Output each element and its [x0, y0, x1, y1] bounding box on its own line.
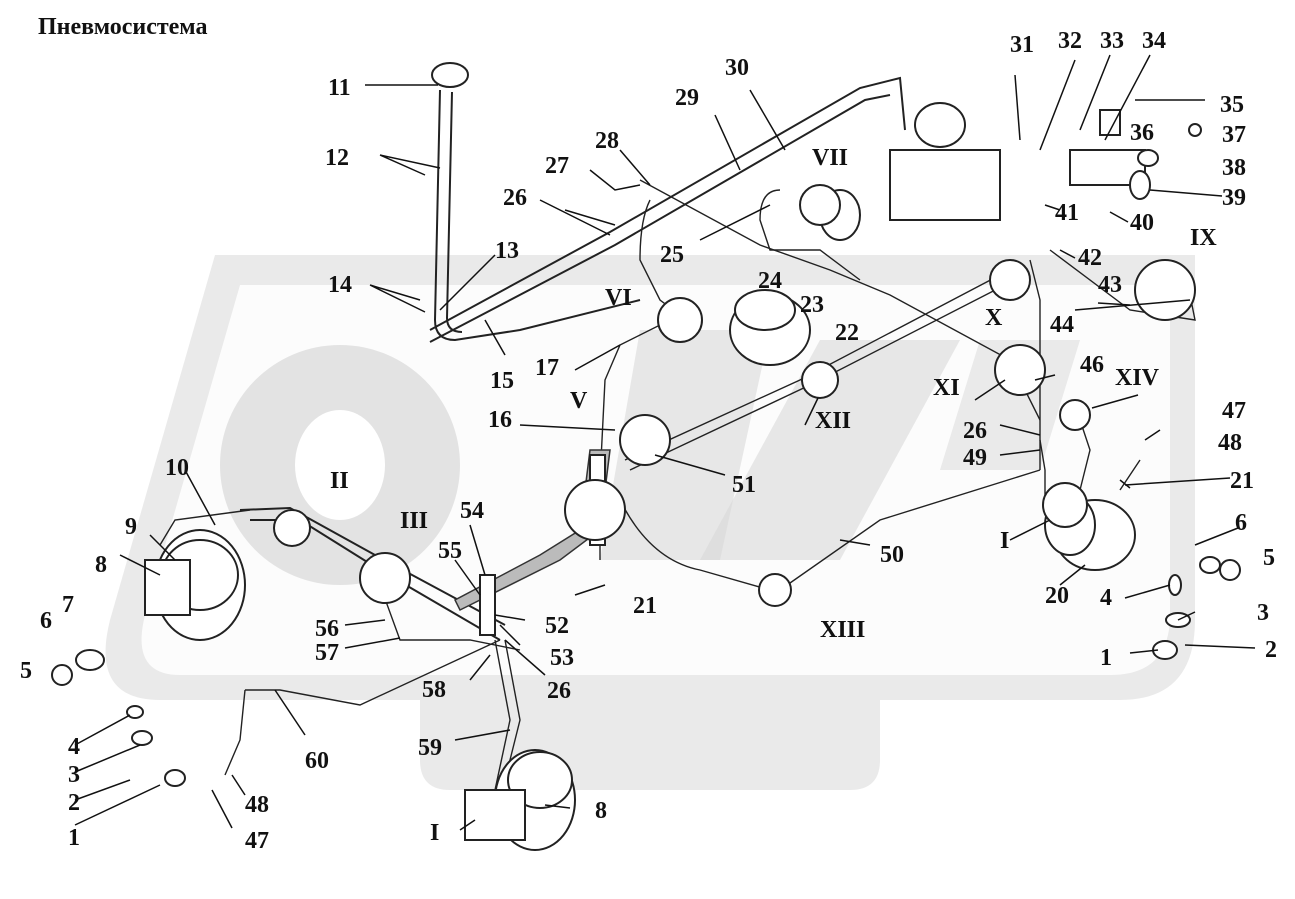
- detail-circles: [273, 184, 1196, 607]
- part-label-55: 55: [438, 538, 462, 564]
- part-label-56: 56: [315, 616, 339, 642]
- part-label-5: 5: [20, 658, 32, 684]
- part-label-X: X: [985, 305, 1003, 331]
- part-label-31: 31: [1010, 32, 1034, 58]
- part-label-16: 16: [488, 407, 512, 433]
- part-label-50: 50: [880, 542, 904, 568]
- part-label-11: 11: [328, 75, 351, 101]
- part-label-46: 46: [1080, 352, 1104, 378]
- part-label-6: 6: [1235, 510, 1247, 536]
- part-label-33: 33: [1100, 28, 1124, 54]
- part-label-25: 25: [660, 242, 684, 268]
- part-label-24: 24: [758, 268, 782, 294]
- part-label-41: 41: [1055, 200, 1079, 226]
- part-label-6: 6: [40, 608, 52, 634]
- part-label-XI: XI: [933, 375, 960, 401]
- part-label-8: 8: [95, 552, 107, 578]
- part-label-36: 36: [1130, 120, 1154, 146]
- watermark-logo: [105, 255, 1196, 790]
- part-label-38: 38: [1222, 155, 1246, 181]
- part-label-26: 26: [963, 418, 987, 444]
- part-label-48: 48: [1218, 430, 1242, 456]
- part-label-9: 9: [125, 514, 137, 540]
- part-label-29: 29: [675, 85, 699, 111]
- leader-lines: [74, 54, 1256, 831]
- part-label-42: 42: [1078, 245, 1102, 271]
- part-label-48: 48: [245, 792, 269, 818]
- part-label-44: 44: [1050, 312, 1074, 338]
- part-label-4: 4: [1100, 585, 1112, 611]
- part-label-IX: IX: [1190, 225, 1217, 251]
- part-label-I: I: [1000, 528, 1009, 554]
- part-label-14: 14: [328, 272, 352, 298]
- part-label-XIII: XIII: [820, 617, 865, 643]
- part-label-59: 59: [418, 735, 442, 761]
- part-label-51: 51: [732, 472, 756, 498]
- part-label-2: 2: [68, 790, 80, 816]
- part-label-32: 32: [1058, 28, 1082, 54]
- part-label-1: 1: [68, 825, 80, 851]
- part-label-1: 1: [1100, 645, 1112, 671]
- part-label-21: 21: [1230, 468, 1254, 494]
- part-label-21: 21: [633, 593, 657, 619]
- part-label-22: 22: [835, 320, 859, 346]
- part-label-43: 43: [1098, 272, 1122, 298]
- part-label-7: 7: [62, 592, 74, 618]
- part-label-23: 23: [800, 292, 824, 318]
- part-label-8: 8: [595, 798, 607, 824]
- part-label-20: 20: [1045, 583, 1069, 609]
- part-label-53: 53: [550, 645, 574, 671]
- part-label-3: 3: [68, 762, 80, 788]
- part-label-13: 13: [495, 238, 519, 264]
- part-label-27: 27: [545, 153, 569, 179]
- diagram-title: Пневмосистема: [38, 14, 208, 40]
- part-label-60: 60: [305, 748, 329, 774]
- part-label-XIV: XIV: [1115, 365, 1160, 391]
- part-label-35: 35: [1220, 92, 1244, 118]
- part-label-12: 12: [325, 145, 349, 171]
- part-label-47: 47: [1222, 398, 1246, 424]
- part-label-37: 37: [1222, 122, 1246, 148]
- part-label-3: 3: [1257, 600, 1269, 626]
- part-label-28: 28: [595, 128, 619, 154]
- part-label-39: 39: [1222, 185, 1246, 211]
- part-label-4: 4: [68, 734, 80, 760]
- part-labels: 1234567891011121314151617202122232425262…: [20, 28, 1277, 854]
- part-label-15: 15: [490, 368, 514, 394]
- part-label-VI: VI: [605, 285, 632, 311]
- part-label-26: 26: [503, 185, 527, 211]
- part-label-47: 47: [245, 828, 269, 854]
- part-label-10: 10: [165, 455, 189, 481]
- part-label-I: I: [430, 820, 439, 846]
- part-label-58: 58: [422, 677, 446, 703]
- part-label-V: V: [570, 388, 588, 414]
- part-label-52: 52: [545, 613, 569, 639]
- part-label-III: III: [400, 508, 428, 534]
- part-label-26: 26: [547, 678, 571, 704]
- part-label-30: 30: [725, 55, 749, 81]
- part-label-2: 2: [1265, 637, 1277, 663]
- part-label-5: 5: [1263, 545, 1275, 571]
- part-label-17: 17: [535, 355, 559, 381]
- part-label-54: 54: [460, 498, 484, 524]
- part-label-XII: XII: [815, 408, 851, 434]
- part-label-34: 34: [1142, 28, 1166, 54]
- part-label-57: 57: [315, 640, 339, 666]
- part-label-II: II: [330, 468, 349, 494]
- part-label-VII: VII: [812, 145, 848, 171]
- part-label-49: 49: [963, 445, 987, 471]
- part-label-40: 40: [1130, 210, 1154, 236]
